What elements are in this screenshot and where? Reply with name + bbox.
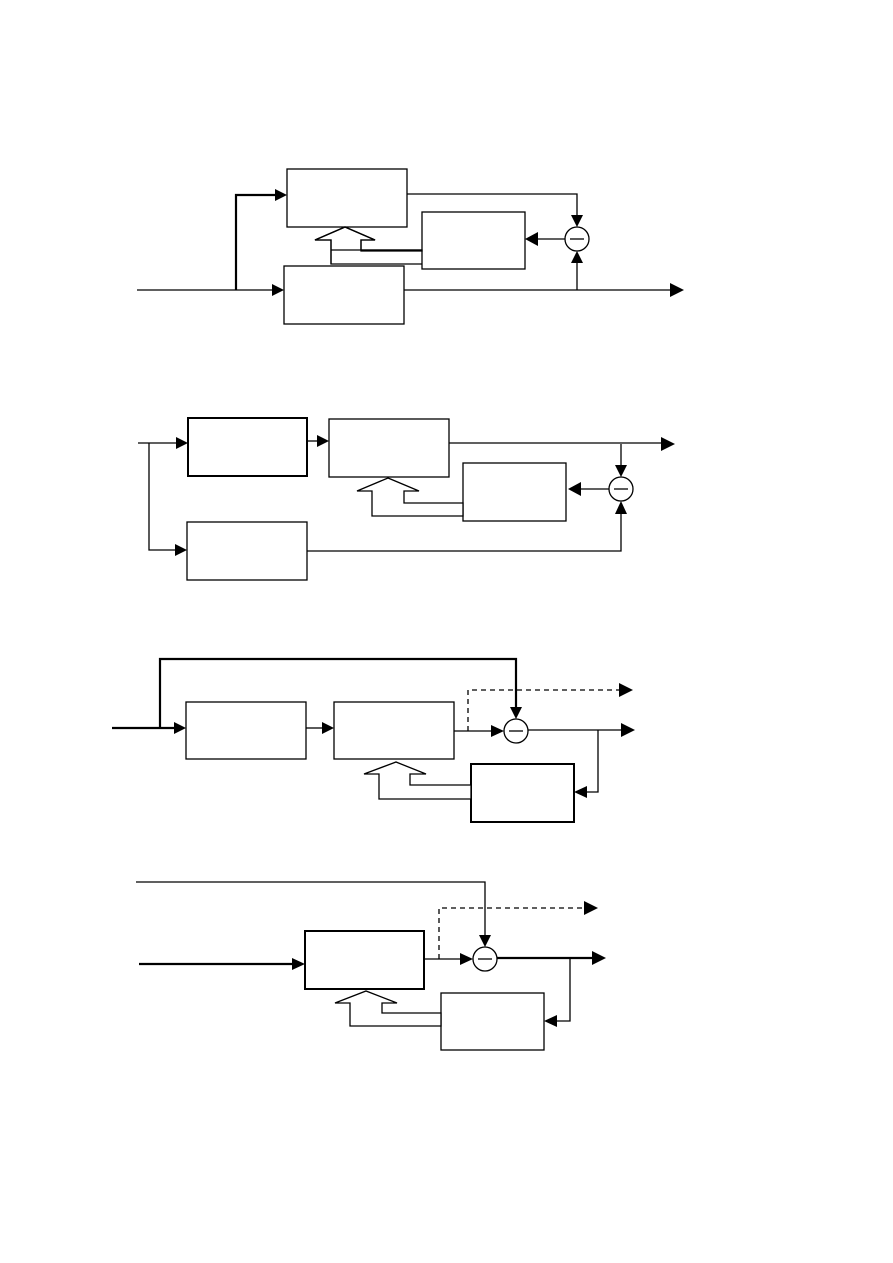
panel-4-arrowhead-sum-top [479,935,491,947]
panel-1-top-output-line [407,193,578,216]
panel-3-arrowhead-dashed-output [619,683,633,697]
panel-4-reference-line [136,881,486,936]
panel-3 [112,657,635,823]
panel-2-adaptation-arrow [356,477,464,517]
panel-2-arrowhead-pre-in [176,437,188,449]
panel-3-pre-block [185,701,307,760]
panel-3-dashed-line [467,689,620,731]
panel-2-lower-output-line [307,513,622,552]
panel-4-adaptation-arrow [334,990,442,1027]
panel-2 [138,417,675,581]
panel-3-main-block [333,701,455,760]
panel-4-arrowhead-adaptive-in [544,1015,557,1027]
panel-1-top-block [286,168,408,228]
panel-3-adaptive-block [470,763,575,823]
panel-4-arrowhead-dashed-output [584,901,598,915]
panel-1-adaptation-path [314,226,422,265]
panel-3-adaptation-arrow [363,761,472,800]
panel-2-arrowhead-sum-top [615,465,627,477]
panel-3-arrowhead-main-in [322,722,334,734]
panel-2-main-block [328,418,450,478]
panel-1-arrowhead-top-in [275,189,287,201]
panel-1-arrowhead-adaptive-in [525,232,538,246]
panel-2-arrowhead-sum-bottom [615,501,627,514]
panel-3-arrowhead-adaptive-in [574,786,587,798]
panel-2-adaptive-block [462,462,567,522]
panel-3-feedback-line [587,730,599,793]
panel-4-feedback-line [557,958,571,1022]
panel-4-arrowhead-error-output [592,951,606,965]
panel-2-arrowhead-adaptive-in [568,482,581,496]
panel-1 [137,168,684,325]
panel-4-main-block [304,930,425,990]
panel-4 [136,881,606,1051]
panel-2-arrowhead-output [661,437,675,451]
panel-1-arrowhead-sum-bottom [571,251,583,263]
panel-1-bottom-block [283,265,405,325]
panel-2-arrowhead-main-in [317,435,329,447]
panel-3-arrowhead-sum-left [491,725,504,737]
panel-1-adaptive-block [421,211,526,270]
panel-4-arrowhead-sum-left [460,953,473,965]
panel-2-lower-block [186,521,308,581]
panel-3-arrowhead-error-output [621,723,635,737]
panel-1-branch-line [234,193,276,290]
panel-1-arrowhead-output [670,283,684,297]
panel-2-arrowhead-lower-in [175,544,187,556]
panel-4-adaptive-block [440,992,545,1051]
panel-4-arrowhead-main-in [292,958,305,970]
panel-3-arrowhead-sum-top [510,707,522,719]
panel-1-arrowhead-bottom-in [272,284,284,296]
panel-3-arrowhead-pre-in [174,722,186,734]
panel-3-reference-line [158,657,518,728]
panel-2-pre-block [187,417,308,477]
panel-4-dashed-line [438,907,585,959]
panel-2-branch-line [148,443,176,551]
panel-1-arrowhead-sum-top [571,215,583,227]
